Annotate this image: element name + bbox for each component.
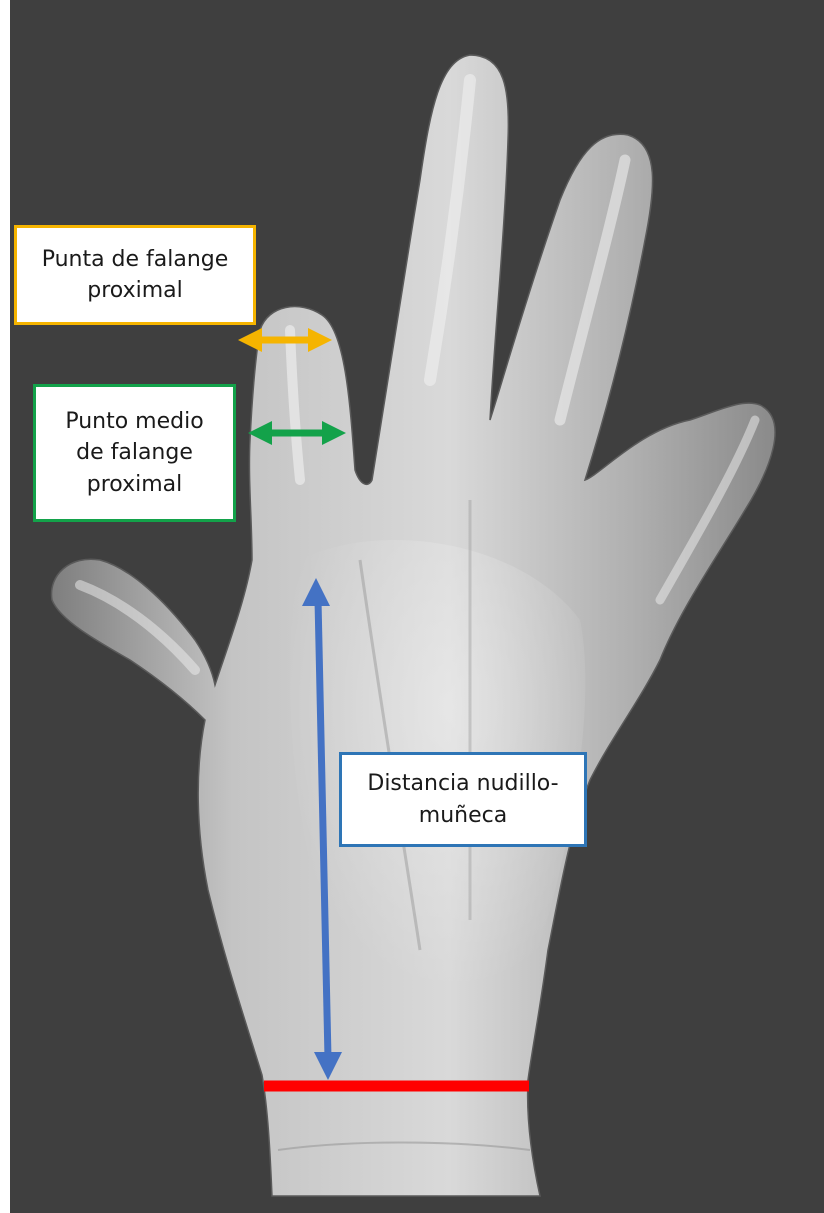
midpoint-label-line-3: proximal [87, 469, 182, 500]
knuckle-wrist-distance-label: Distancia nudillo- muñeca [339, 752, 587, 847]
tip-label-line-1: Punta de falange [42, 244, 229, 275]
tip-label-line-2: proximal [87, 275, 182, 306]
distance-label-line-1: Distancia nudillo- [367, 768, 558, 799]
midpoint-label-line-2: de falange [76, 437, 193, 468]
tip-of-proximal-phalanx-label: Punta de falange proximal [14, 225, 256, 325]
midpoint-of-proximal-phalanx-label: Punto medio de falange proximal [33, 384, 236, 522]
midpoint-label-line-1: Punto medio [65, 406, 203, 437]
distance-label-line-2: muñeca [419, 800, 507, 831]
